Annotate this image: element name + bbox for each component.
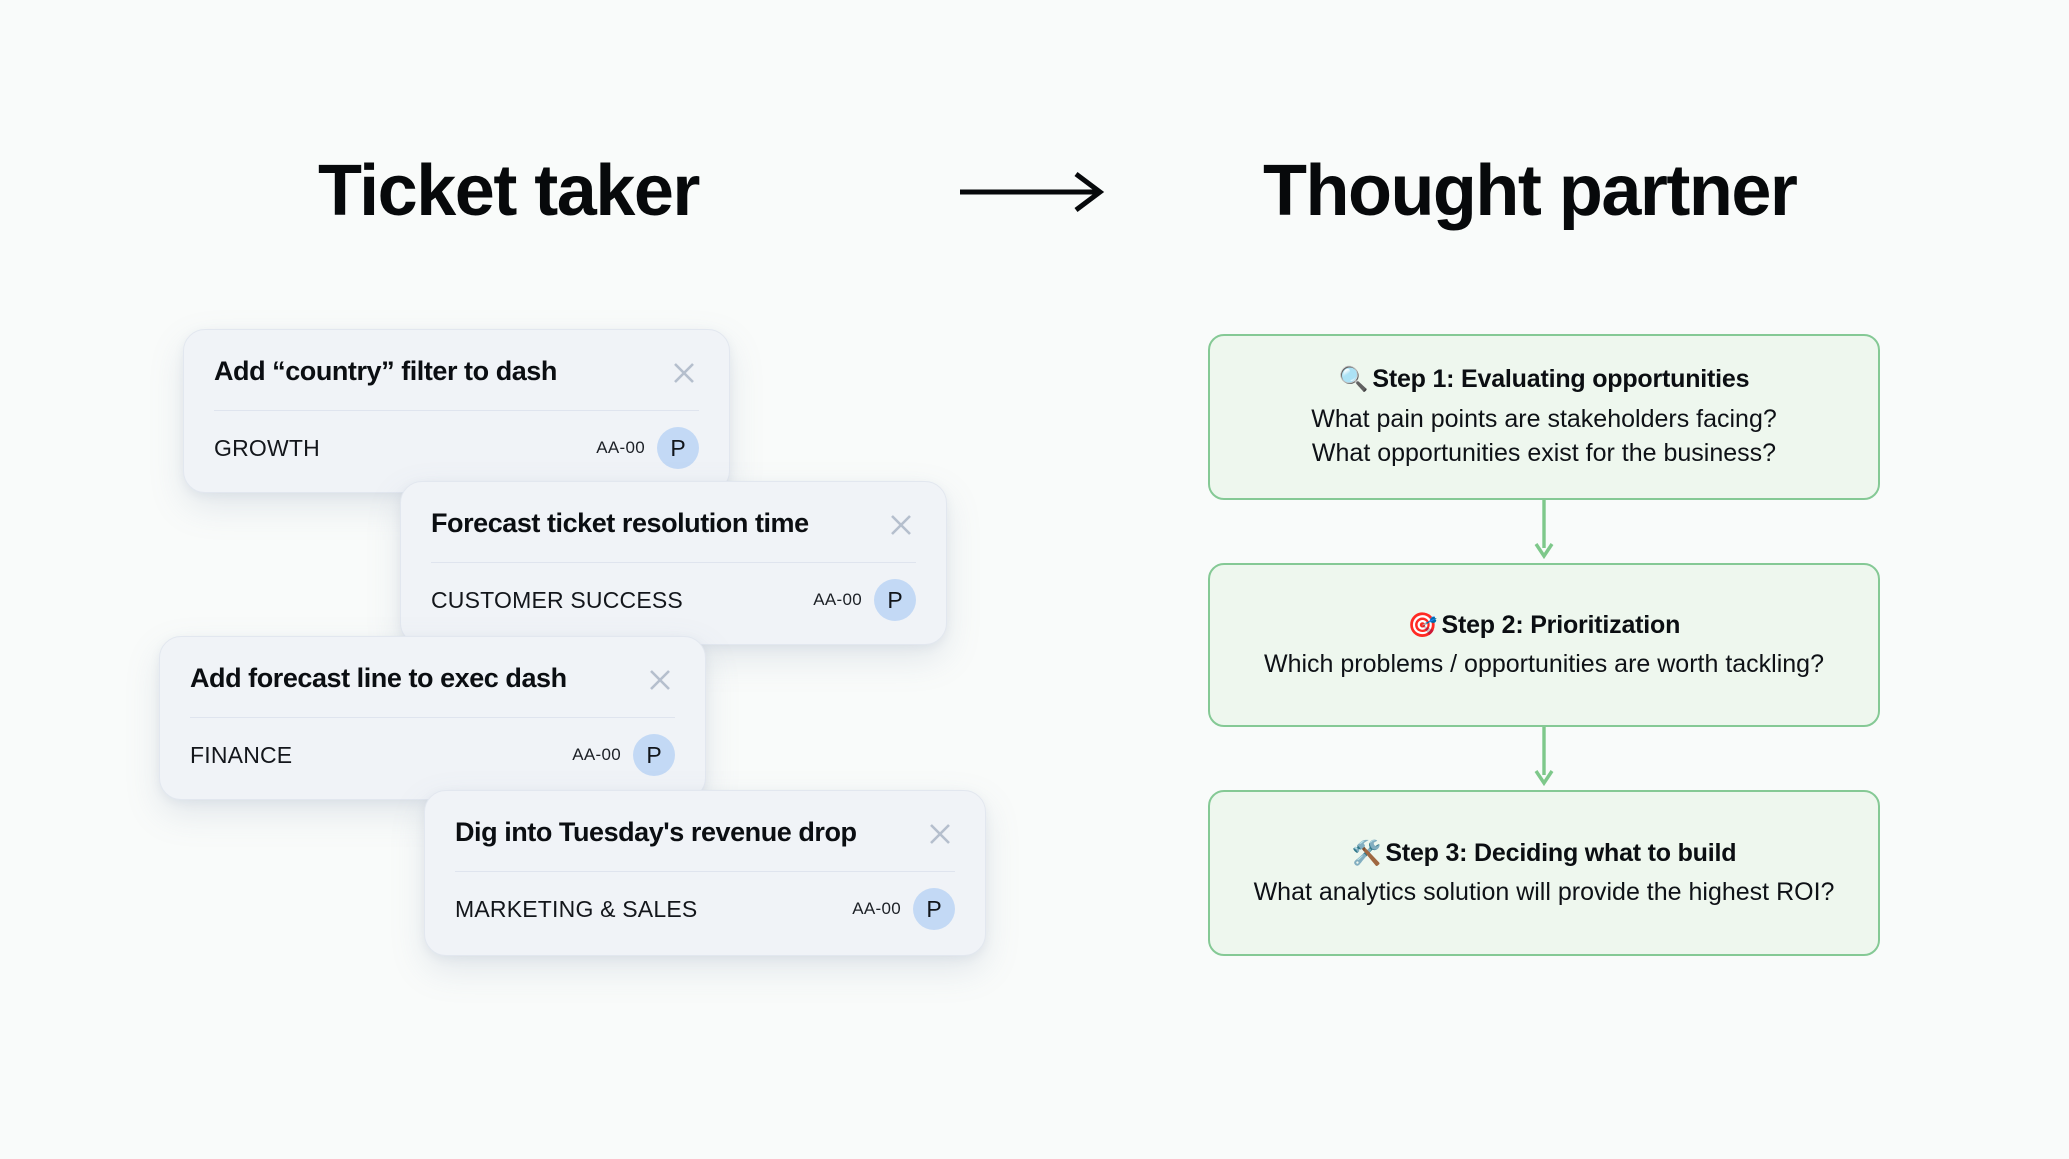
ticket-meta: AA-00 P xyxy=(813,579,916,621)
avatar[interactable]: P xyxy=(874,579,916,621)
close-icon[interactable] xyxy=(669,358,699,388)
ticket-code: AA-00 xyxy=(596,438,645,457)
connector-arrow-1 xyxy=(1208,500,1880,563)
step-box-1: 🔍Step 1: Evaluating opportunities What p… xyxy=(1208,334,1880,500)
connector-arrow-2 xyxy=(1208,727,1880,790)
ticket-header: Forecast ticket resolution time xyxy=(431,508,916,540)
ticket-divider xyxy=(455,871,955,872)
ticket-footer: MARKETING & SALES AA-00 P xyxy=(455,888,955,930)
ticket-footer: FINANCE AA-00 P xyxy=(190,734,675,776)
hammer-and-wrench-icon: 🛠️ xyxy=(1351,839,1382,867)
step-1-line-2: What opportunities exist for the busines… xyxy=(1311,439,1777,468)
ticket-divider xyxy=(214,410,699,411)
step-3-title-text: Step 3: Deciding what to build xyxy=(1385,838,1737,867)
ticket-card[interactable]: Add forecast line to exec dash FINANCE A… xyxy=(159,636,706,800)
magnifying-glass-icon: 🔍 xyxy=(1338,366,1369,394)
ticket-title: Forecast ticket resolution time xyxy=(431,508,809,538)
avatar[interactable]: P xyxy=(657,427,699,469)
close-icon[interactable] xyxy=(886,510,916,540)
ticket-header: Add “country” filter to dash xyxy=(214,356,699,388)
close-icon[interactable] xyxy=(925,819,955,849)
headings-row: Ticket taker Thought partner xyxy=(0,0,2069,300)
ticket-footer: CUSTOMER SUCCESS AA-00 P xyxy=(431,579,916,621)
thought-partner-flow: 🔍Step 1: Evaluating opportunities What p… xyxy=(1208,334,1880,956)
ticket-title: Dig into Tuesday's revenue drop xyxy=(455,817,857,847)
ticket-team-label: MARKETING & SALES xyxy=(455,895,698,922)
ticket-meta: AA-00 P xyxy=(572,734,675,776)
long-right-arrow-icon xyxy=(960,172,1110,212)
step-1-title-text: Step 1: Evaluating opportunities xyxy=(1372,365,1750,394)
ticket-divider xyxy=(431,562,916,563)
ticket-divider xyxy=(190,717,675,718)
ticket-team-label: FINANCE xyxy=(190,741,293,768)
ticket-code: AA-00 xyxy=(813,590,862,609)
avatar[interactable]: P xyxy=(633,734,675,776)
close-icon[interactable] xyxy=(645,665,675,695)
ticket-header: Add forecast line to exec dash xyxy=(190,663,675,695)
ticket-code: AA-00 xyxy=(572,745,621,764)
step-box-2: 🎯Step 2: Prioritization Which problems /… xyxy=(1208,563,1880,727)
page-title-left: Ticket taker xyxy=(318,151,700,231)
ticket-card[interactable]: Forecast ticket resolution time CUSTOMER… xyxy=(400,481,947,645)
dart-target-icon: 🎯 xyxy=(1407,611,1438,639)
ticket-card[interactable]: Add “country” filter to dash GROWTH AA-0… xyxy=(183,329,730,493)
page-title-right: Thought partner xyxy=(1263,151,1798,231)
ticket-card[interactable]: Dig into Tuesday's revenue drop MARKETIN… xyxy=(424,790,986,956)
ticket-meta: AA-00 P xyxy=(852,888,955,930)
step-3-title: 🛠️Step 3: Deciding what to build xyxy=(1352,837,1737,870)
step-2-title: 🎯Step 2: Prioritization xyxy=(1407,609,1681,642)
ticket-code: AA-00 xyxy=(852,899,901,918)
step-1-title: 🔍Step 1: Evaluating opportunities xyxy=(1339,363,1750,396)
step-3-line-1: What analytics solution will provide the… xyxy=(1253,878,1835,906)
avatar[interactable]: P xyxy=(913,888,955,930)
step-box-3: 🛠️Step 3: Deciding what to build What an… xyxy=(1208,790,1880,956)
ticket-footer: GROWTH AA-00 P xyxy=(214,427,699,469)
ticket-header: Dig into Tuesday's revenue drop xyxy=(455,817,955,849)
ticket-card-stack: Add “country” filter to dash GROWTH AA-0… xyxy=(159,329,986,956)
ticket-team-label: CUSTOMER SUCCESS xyxy=(431,586,683,613)
step-2-title-text: Step 2: Prioritization xyxy=(1441,610,1681,639)
ticket-title: Add “country” filter to dash xyxy=(214,356,557,386)
ticket-title: Add forecast line to exec dash xyxy=(190,663,567,693)
ticket-meta: AA-00 P xyxy=(596,427,699,469)
step-1-line-1: What pain points are stakeholders facing… xyxy=(1311,404,1777,433)
step-2-line-1: Which problems / opportunities are worth… xyxy=(1264,650,1824,678)
ticket-team-label: GROWTH xyxy=(214,434,320,461)
